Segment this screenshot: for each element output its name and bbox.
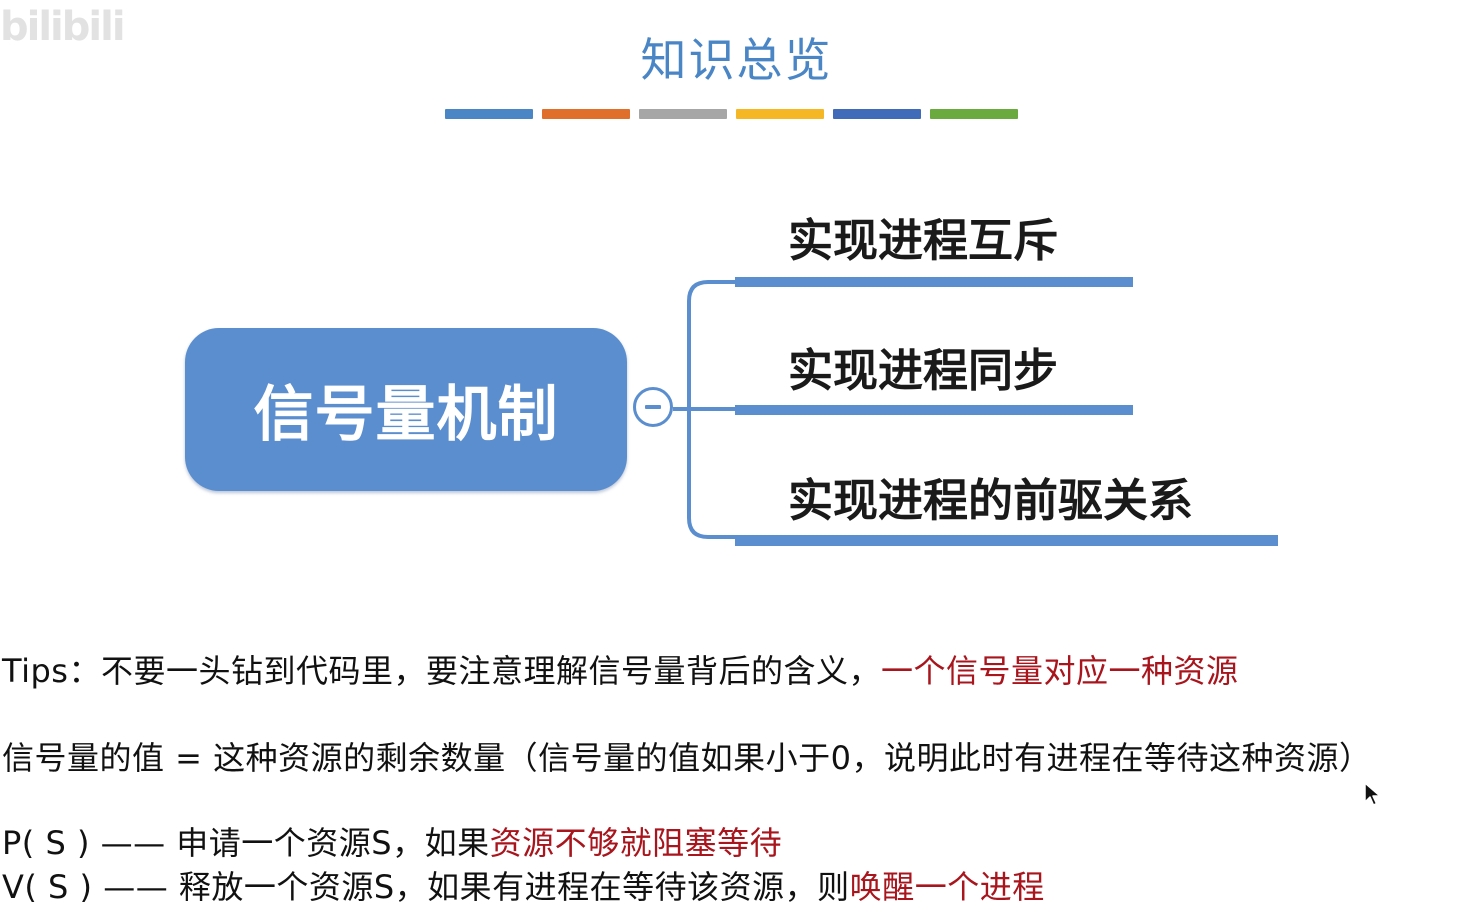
- title-bar: [445, 109, 533, 119]
- p-line-prefix: P( S ) —— 申请一个资源S，如果: [2, 824, 490, 862]
- v-operation-line: V( S ) —— 释放一个资源S，如果有进程在等待该资源，则唤醒一个进程: [2, 862, 1045, 908]
- page-title: 知识总览: [640, 33, 833, 87]
- title-bar: [736, 109, 824, 119]
- p-operation-line: P( S ) —— 申请一个资源S，如果资源不够就阻塞等待: [2, 818, 782, 864]
- mouse-pointer-icon: [1364, 782, 1381, 806]
- watermark-logo: bilibili: [0, 4, 126, 50]
- title-underline-bars: [445, 109, 1018, 119]
- tips-line: Tips：不要一头钻到代码里，要注意理解信号量背后的含义，一个信号量对应一种资源: [2, 646, 1238, 692]
- p-line-highlight: 资源不够就阻塞等待: [489, 824, 783, 862]
- title-bar: [930, 109, 1018, 119]
- branch-label-sync: 实现进程同步: [788, 344, 1059, 397]
- minus-glyph: [645, 405, 661, 409]
- root-node: 信号量机制: [185, 328, 627, 491]
- tips-highlight: 一个信号量对应一种资源: [880, 652, 1239, 690]
- branch-underline-3: [735, 535, 1278, 546]
- branch-underline-1: [735, 277, 1133, 287]
- title-bar: [639, 109, 727, 119]
- tips-prefix: Tips：: [2, 652, 101, 690]
- branch-label-mutex: 实现进程互斥: [788, 214, 1059, 267]
- minus-circle-icon[interactable]: [633, 387, 673, 427]
- v-line-highlight: 唤醒一个进程: [849, 868, 1045, 906]
- v-line-prefix: V( S ) —— 释放一个资源S，如果有进程在等待该资源，则: [2, 868, 850, 906]
- title-bar: [542, 109, 630, 119]
- title-bar: [833, 109, 921, 119]
- tips-main: 不要一头钻到代码里，要注意理解信号量背后的含义，: [100, 652, 881, 690]
- branch-label-precedence: 实现进程的前驱关系: [788, 474, 1194, 527]
- branch-underline-2: [735, 405, 1133, 415]
- value-line: 信号量的值 = 这种资源的剩余数量（信号量的值如果小于0，说明此时有进程在等待这…: [2, 739, 1372, 777]
